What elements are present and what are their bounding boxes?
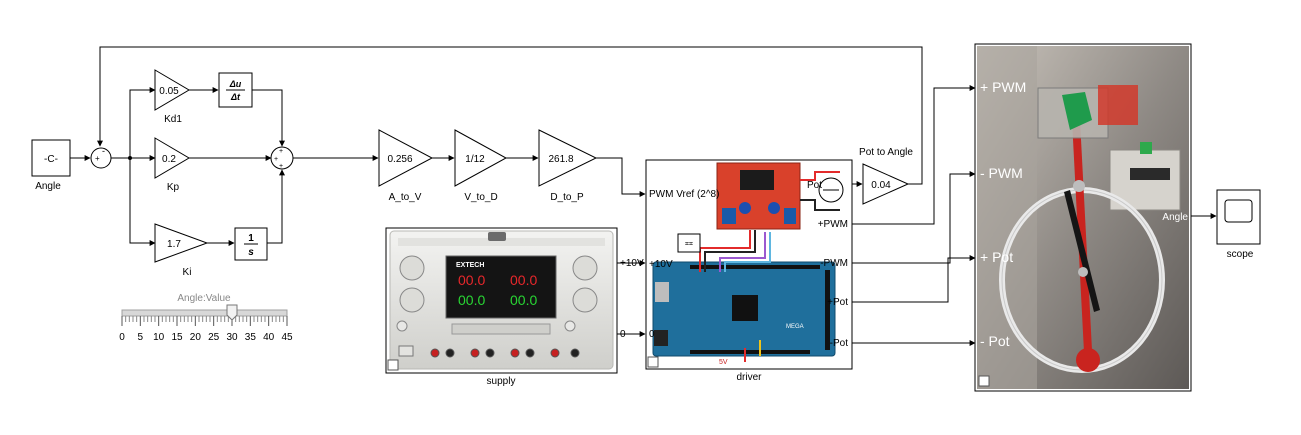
- slider-tick-label: 20: [190, 332, 202, 343]
- driver-out-pot-plus: +Pot: [827, 297, 848, 308]
- kp-name: Kp: [167, 182, 180, 193]
- driver-lock-icon: [647, 356, 659, 368]
- supply-block[interactable]: EXTECH 00.0 00.0 00.0 00.0 supply +10V 0: [385, 227, 644, 387]
- ki-gain-block[interactable]: 1.7 Ki: [154, 223, 209, 278]
- svg-text:+: +: [279, 148, 283, 155]
- slider-tick-label: 40: [263, 332, 275, 343]
- slider-title: Angle:Value: [177, 293, 231, 304]
- driver-in-10v: +10V: [649, 259, 673, 270]
- slider-tick-label: 45: [281, 332, 293, 343]
- v-to-d-gain-block[interactable]: 1/12 V_to_D: [454, 129, 508, 203]
- svg-text:+: +: [274, 156, 278, 163]
- supply-port-0: 0: [620, 329, 626, 340]
- driver-pot-label: Pot: [807, 180, 822, 191]
- driver-in-0: 0: [649, 329, 655, 340]
- plant-lock-icon: [978, 375, 990, 387]
- sum1-signs: +: [95, 154, 100, 163]
- ki-value: 1.7: [167, 239, 181, 250]
- driver-out-pwm-plus: +PWM: [818, 219, 848, 230]
- scope-screen-icon: [1224, 199, 1253, 223]
- supply-display-2: 00.0: [510, 272, 537, 288]
- driver-5v-label: 5V: [719, 359, 728, 366]
- signal-lines: [70, 46, 1217, 346]
- branch-point: [128, 156, 132, 160]
- derivative-num: Δu: [229, 79, 242, 89]
- driver-name: driver: [736, 372, 762, 383]
- sum1-block[interactable]: + -: [90, 146, 112, 169]
- pot-to-angle-value: 0.04: [871, 180, 891, 191]
- kp-gain-block[interactable]: 0.2 Kp: [154, 137, 190, 193]
- scope-name: scope: [1227, 249, 1254, 260]
- pot-to-angle-gain-block[interactable]: 0.04 Pot to Angle: [859, 147, 913, 205]
- arduino-label: MEGA: [786, 324, 804, 330]
- slider-tick-label: 25: [208, 332, 220, 343]
- sum2-block[interactable]: + + +: [270, 146, 294, 170]
- driver-out-pwm-minus: -PWM: [820, 258, 848, 269]
- supply-display-1: 00.0: [458, 272, 485, 288]
- slider-tick-label: 30: [226, 332, 238, 343]
- supply-port-10v: +10V: [620, 258, 644, 269]
- driver-out-pot-minus: -Pot: [830, 338, 849, 349]
- slider-tick-label: 35: [245, 332, 257, 343]
- supply-brand: EXTECH: [456, 262, 484, 269]
- driver-in-pwm-vref: PWM Vref (2^8): [649, 189, 719, 200]
- potentiometer-icon: [677, 233, 701, 253]
- angle-constant-block[interactable]: -C- Angle: [31, 139, 71, 192]
- integrator-den: s: [248, 247, 254, 258]
- v-to-d-name: V_to_D: [464, 192, 497, 203]
- d-to-p-name: D_to_P: [550, 192, 584, 203]
- kp-value: 0.2: [162, 154, 176, 165]
- slider-tick-label: 10: [153, 332, 165, 343]
- plant-port-pwm-plus: + PWM: [980, 79, 1026, 95]
- lock-icon: [387, 359, 399, 371]
- plant-out-angle: Angle: [1162, 212, 1188, 223]
- d-to-p-gain-block[interactable]: 261.8 D_to_P: [538, 129, 598, 203]
- angle-constant-value: -C-: [44, 154, 58, 165]
- plant-port-pwm-minus: - PWM: [980, 165, 1023, 181]
- slider-tick-label: 5: [138, 332, 144, 343]
- svg-text:-: -: [102, 146, 105, 156]
- a-to-v-value: 0.256: [387, 154, 412, 165]
- angle-constant-name: Angle: [35, 181, 61, 192]
- plant-block[interactable]: + PWM - PWM + Pot - Pot Angle: [974, 43, 1192, 392]
- kd1-value: 0.05: [159, 86, 179, 97]
- slider-track[interactable]: [121, 309, 288, 317]
- derivative-block[interactable]: Δu Δt: [218, 72, 253, 108]
- d-to-p-value: 261.8: [548, 154, 573, 165]
- slider-thumb[interactable]: [226, 304, 238, 321]
- slider-ticks: 0 5 10 15 20 25 30 35 40 45: [119, 316, 293, 343]
- kd1-name: Kd1: [164, 114, 182, 125]
- a-to-v-name: A_to_V: [389, 192, 422, 203]
- v-to-d-value: 1/12: [465, 154, 485, 165]
- plant-port-pot-plus: + Pot: [980, 249, 1013, 265]
- driver-block[interactable]: MEGA ⌗⌗ PWM Vref (2^8) +10V 0 +PWM -PWM …: [645, 159, 853, 383]
- svg-text:⌗⌗: ⌗⌗: [685, 241, 693, 248]
- supply-display-4: 00.0: [510, 292, 537, 308]
- pot-to-angle-name: Pot to Angle: [859, 147, 913, 158]
- derivative-den: Δt: [230, 92, 241, 102]
- a-to-v-gain-block[interactable]: 0.256 A_to_V: [378, 129, 434, 203]
- kd1-gain-block[interactable]: 0.05 Kd1: [154, 69, 190, 125]
- angle-slider[interactable]: Angle:Value 0 5 10 15 20 25 30 35 40 45: [119, 293, 293, 343]
- supply-display-3: 00.0: [458, 292, 485, 308]
- scope-block[interactable]: scope: [1216, 189, 1261, 260]
- plant-port-pot-minus: - Pot: [980, 333, 1010, 349]
- ki-name: Ki: [183, 267, 192, 278]
- slider-tick-label: 15: [171, 332, 183, 343]
- slider-tick-label: 0: [119, 332, 125, 343]
- svg-text:+: +: [279, 163, 283, 170]
- supply-name: supply: [487, 376, 516, 387]
- integrator-block[interactable]: 1 s: [234, 227, 268, 261]
- integrator-num: 1: [248, 233, 254, 244]
